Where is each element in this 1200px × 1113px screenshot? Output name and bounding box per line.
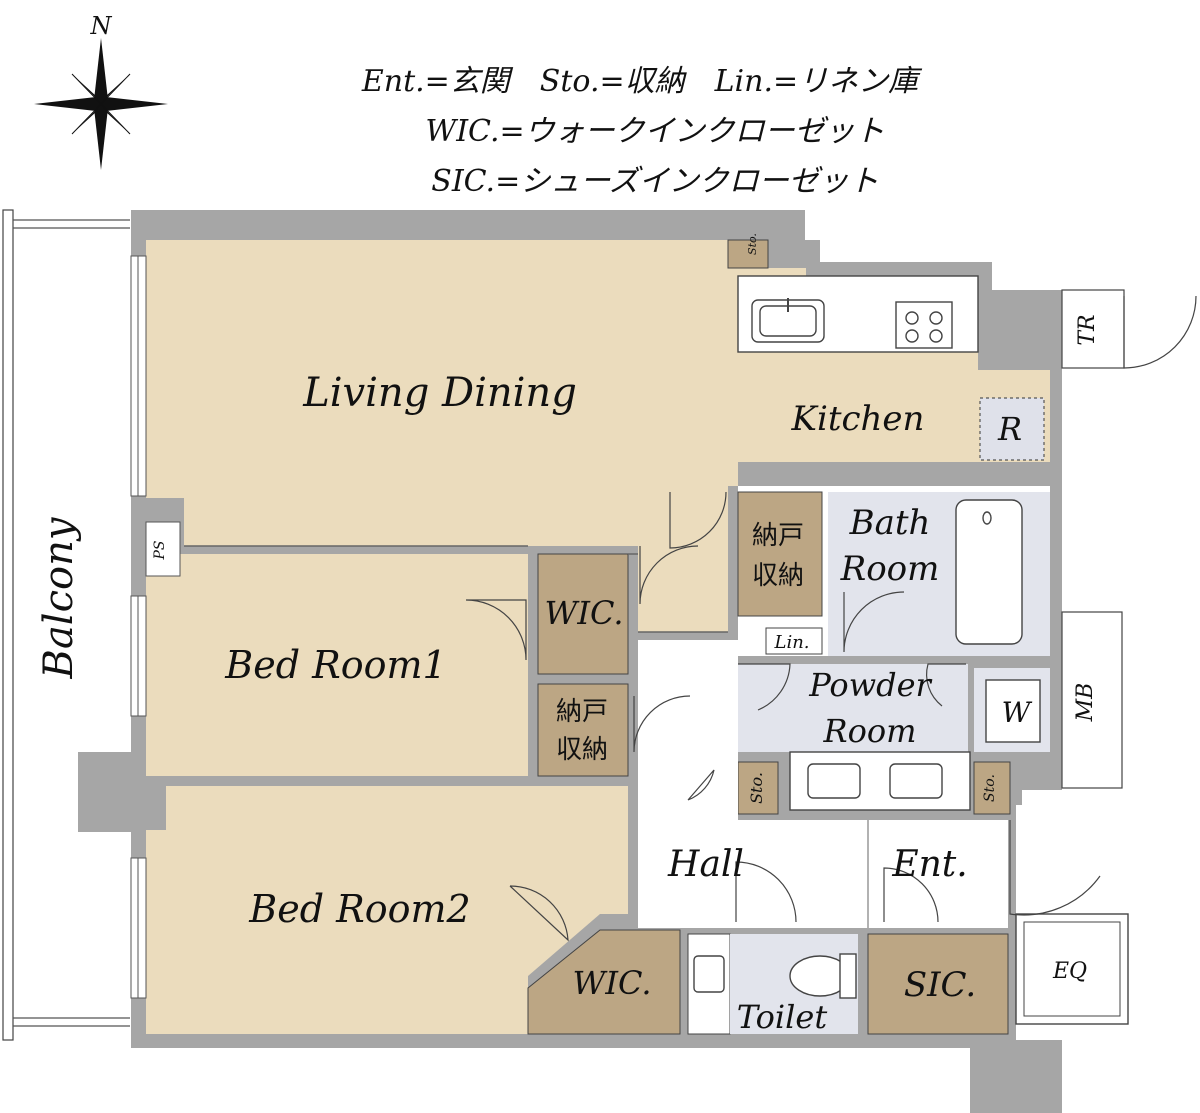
bath-room [828,492,944,656]
nando-storage-1 [737,491,823,617]
nando2-label-1: 納戸 [556,697,608,727]
storage-top [727,239,769,269]
legend-line-3: SIC.=シューズインクローゼット [431,164,878,199]
washer-icon [985,679,1041,743]
eq-cabinet [1015,913,1129,1025]
wic1-label: WIC. [544,594,623,632]
mb-cabinet [1061,611,1123,789]
wic-1 [537,553,629,675]
eq-label: EQ [1052,959,1087,984]
balcony-label: Balcony [36,516,82,679]
sto-top-label: Sto. [746,233,759,255]
bath-label-1: Bath [849,503,931,543]
toilet-label: Toilet [737,998,828,1036]
refrigerator-label: R [997,410,1022,448]
compass-north-label: N [90,12,113,40]
bedroom-2 [146,786,628,1034]
entrance-label: Ent. [891,844,967,885]
hall-entrance-area [638,820,1008,928]
ps-label: PS [152,540,168,560]
legend-line-1: Ent.=玄関 Sto.=収納 Lin.=リネン庫 [361,64,923,99]
door-swings [465,295,1197,942]
pipe-shaft [145,521,181,577]
sic-label: SIC. [904,965,976,1005]
vanity-sink-right [889,763,943,799]
bedroom-1 [146,554,528,776]
nando1-label-1: 納戸 [752,521,804,551]
sto-right-label: Sto. [982,774,998,802]
shoe-closet [867,933,1009,1035]
storage-right [973,761,1011,815]
linen-closet [765,627,823,655]
vanity-sink-left [807,763,861,799]
nando2-label-2: 収納 [556,735,608,765]
windows-west [130,255,147,999]
refrigerator [979,397,1045,461]
sto-left-label: Sto. [747,772,766,804]
bedroom1-label: Bed Room1 [224,643,446,687]
washer-label: W [1002,696,1033,729]
tr-cabinet [1061,289,1125,369]
powder-room [738,664,968,752]
powder-label-2: Room [823,712,917,750]
wic-2 [527,929,681,1035]
legend-line-2: WIC.=ウォークインクローゼット [425,114,884,149]
balcony [2,209,130,1041]
compass-rose-icon [34,38,168,170]
bath-label-2: Room [840,549,940,589]
bedroom2-label: Bed Room2 [248,887,470,931]
nando1-label-2: 収納 [752,561,804,591]
bathtub [955,499,1023,645]
living-dining-label: Living Dining [302,370,577,416]
stove-icon [895,301,953,349]
wic2-label: WIC. [572,964,651,1002]
linen-label: Lin. [773,632,809,653]
tr-label: TR [1075,314,1100,345]
hall-label: Hall [667,844,744,885]
partition-lines [184,545,728,633]
mb-label: MB [1073,683,1098,723]
toilet-handsink [693,955,725,993]
nando-storage-2 [537,683,629,777]
powder-label-1: Powder [808,666,932,704]
kitchen-label: Kitchen [791,399,925,439]
